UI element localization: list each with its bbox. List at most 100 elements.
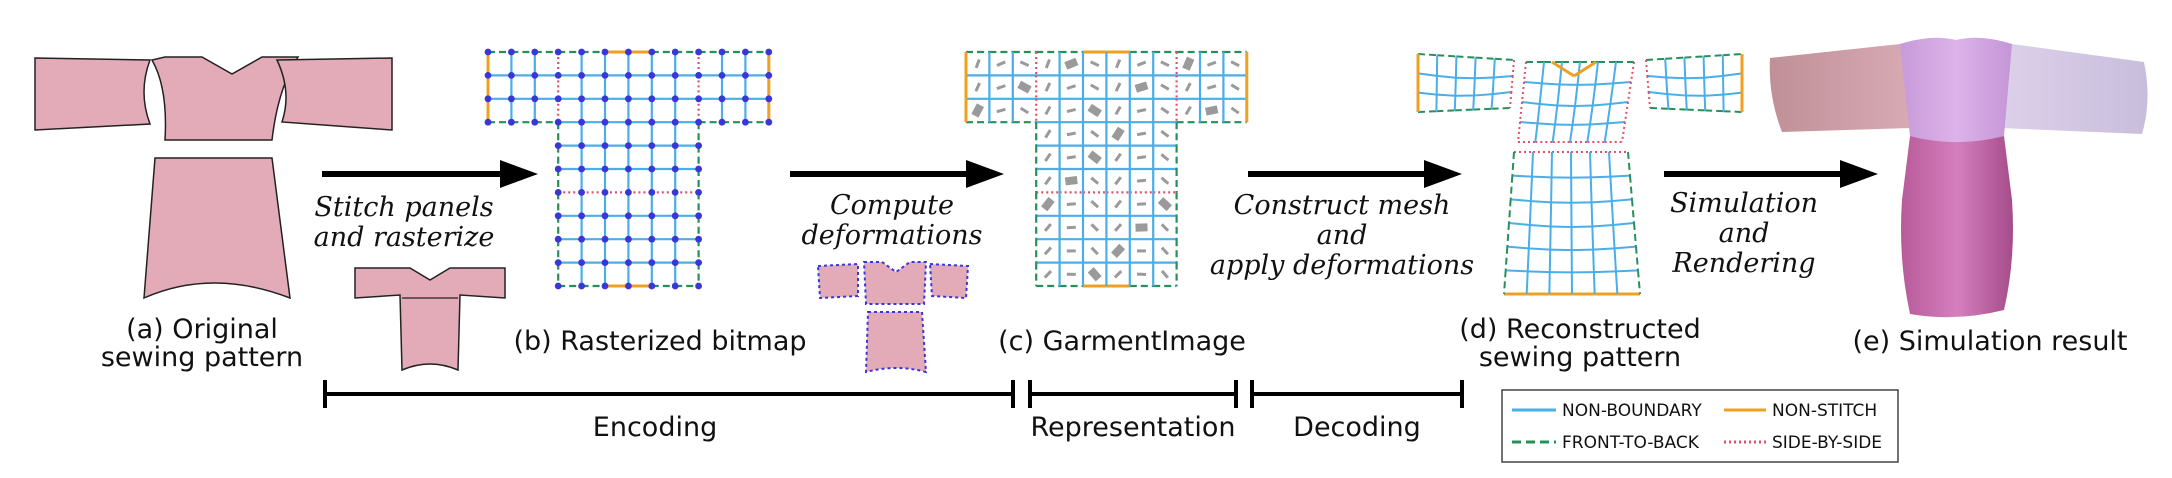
grid-vertex (554, 142, 562, 150)
grid-edge (1574, 84, 1579, 107)
grid-edge (1610, 201, 1615, 226)
grid-edge (1612, 224, 1616, 249)
grid-edge (1595, 82, 1614, 86)
grid-edge (1621, 121, 1626, 143)
arrow-simulation-rendering (1664, 160, 1878, 188)
deformation-glyph (1114, 152, 1122, 162)
grid-vertex (531, 48, 539, 56)
grid-vertex (578, 142, 585, 150)
arrow-stitch-rasterize (322, 160, 538, 188)
grid-edge (1507, 245, 1529, 250)
deformation-glyph (1137, 249, 1146, 253)
grid-edge (1609, 176, 1613, 202)
deformation-glyph (974, 58, 981, 69)
bracket-encoding (323, 380, 1015, 408)
grid-edge (1417, 110, 1437, 113)
grid-edge (1685, 95, 1688, 110)
grid-vertex (648, 165, 656, 173)
grid-vertex (578, 259, 585, 266)
grid-vertex (695, 212, 702, 220)
grid-vertex (695, 165, 702, 173)
deformation-glyph (971, 103, 985, 118)
left-sleeve-panel (34, 57, 152, 131)
grid-edge (1454, 108, 1474, 112)
deformation-glyph (1019, 60, 1030, 67)
grid-vertex (554, 95, 562, 103)
deformation-glyph (1089, 60, 1100, 67)
grid-vertex (601, 259, 609, 266)
grid-edge (1417, 91, 1437, 96)
grid-edge (1508, 222, 1530, 226)
edge-type-legend: NON-BOUNDARY NON-STITCH FRONT-TO-BACK SI… (1501, 389, 1899, 463)
grid-vertex (625, 95, 632, 103)
grid-vertex (695, 95, 702, 103)
grid-edge (1504, 246, 1509, 271)
grid-edge (1613, 81, 1632, 85)
grid-edge (1683, 57, 1687, 79)
deformation-glyph (1066, 249, 1076, 253)
grid-vertex (554, 72, 562, 79)
grid-vertex (695, 142, 702, 150)
grid-edge (1590, 202, 1594, 227)
grid-edge (1645, 57, 1666, 61)
grid-edge (1529, 176, 1533, 202)
grid-vertex (508, 48, 515, 56)
legend-side-by-side: SIDE-BY-SIDE (1772, 433, 1882, 453)
deformed-panels-thumbnail (816, 261, 970, 374)
deformation-glyph (1066, 155, 1076, 160)
grid-edge (1608, 151, 1612, 177)
grid-vertex (671, 259, 679, 266)
grid-vertex (601, 142, 609, 150)
grid-vertex (554, 235, 562, 243)
grid-edge (1635, 246, 1639, 271)
grid-edge (1704, 74, 1724, 79)
grid-vertex (718, 48, 726, 56)
step-b-label: (b) Rasterized bitmap (513, 326, 806, 357)
grid-edge (1509, 175, 1514, 200)
grid-edge (1523, 61, 1527, 83)
grid-edge (1473, 93, 1493, 97)
skirt-render (1901, 136, 2013, 318)
deformation-glyph (1136, 155, 1147, 160)
grid-edge (1511, 151, 1515, 176)
reconstructed-pattern-mesh (1416, 53, 1744, 296)
grid-edge (1615, 269, 1639, 273)
grid-vertex (484, 118, 492, 126)
grid-edge (1517, 121, 1521, 143)
grid-vertex (554, 118, 562, 126)
grid-edge (1589, 151, 1592, 178)
left-sleeve-render (1769, 44, 1912, 132)
grid-vertex (718, 95, 726, 103)
deformation-glyph (1066, 225, 1076, 230)
deformation-glyph (1044, 58, 1051, 69)
grid-edge (1647, 75, 1667, 79)
grid-edge (1540, 61, 1545, 84)
step-a-label-line1: (a) Original (126, 314, 278, 345)
deformation-glyph (1114, 176, 1123, 186)
deformation-glyph (1090, 223, 1099, 232)
deformation-glyph (1066, 272, 1076, 276)
grid-edge (1528, 201, 1532, 226)
deformation-glyph (1136, 131, 1147, 137)
grid-edge (1490, 94, 1494, 109)
arrow3-caption-line1: Construct mesh (1234, 190, 1451, 221)
grid-edge (1506, 222, 1510, 247)
grid-vertex (695, 189, 702, 196)
stitched-pattern-thumbnail (354, 267, 506, 372)
grid-edge (1512, 174, 1532, 178)
deformation-glyph (1113, 270, 1123, 279)
arrow4-caption-line3: Rendering (1671, 248, 1815, 279)
arrow3-caption-line3: apply deformations (1210, 250, 1474, 281)
grid-edge (1664, 58, 1668, 78)
deformation-glyph (1160, 83, 1170, 91)
grid-edge (1536, 103, 1541, 124)
grid-edge (1530, 200, 1552, 204)
grid-vertex (554, 165, 562, 173)
grid-edge (1530, 151, 1534, 177)
grid-edge (1668, 107, 1687, 111)
step-d-label-line2: sewing pattern (1479, 342, 1681, 373)
grid-edge (1684, 78, 1687, 96)
grid-vertex (578, 165, 585, 173)
grid-edge (1592, 249, 1595, 273)
deformation-glyph (1160, 153, 1170, 162)
